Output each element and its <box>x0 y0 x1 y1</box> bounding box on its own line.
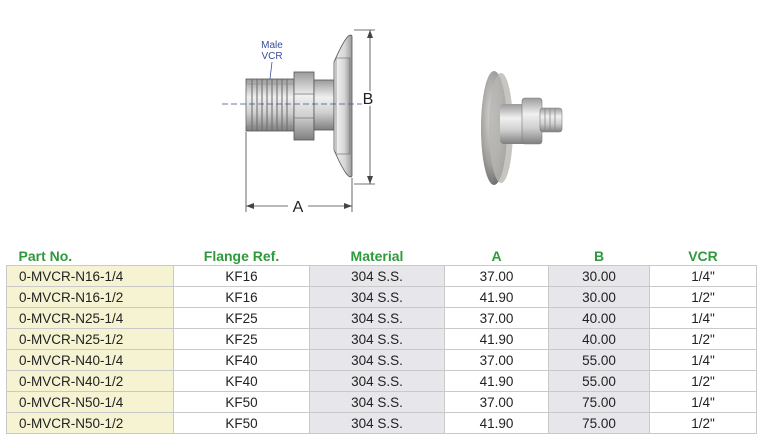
table-row: 0-MVCR-N50-1/4 KF50 304 S.S. 37.00 75.00… <box>6 391 757 413</box>
table-row: 0-MVCR-N25-1/4 KF25 304 S.S. 37.00 40.00… <box>6 307 757 329</box>
cell-material: 304 S.S. <box>309 307 445 329</box>
dimension-a-label: A <box>293 199 304 216</box>
header-flange-ref: Flange Ref. <box>203 248 280 264</box>
cell-material: 304 S.S. <box>309 265 445 287</box>
technical-drawing: Male VCR <box>222 29 375 216</box>
label-male: Male <box>261 40 283 51</box>
cell-flange-ref: KF16 <box>173 286 310 308</box>
cell-part-no: 0-MVCR-N25-1/2 <box>6 328 174 350</box>
header-part-no: Part No. <box>18 248 73 264</box>
dimension-b <box>354 29 375 185</box>
hex-nut <box>293 71 315 141</box>
header-b: B <box>593 248 605 264</box>
cell-vcr: 1/2" <box>649 286 757 308</box>
table-header-row: Part No. Flange Ref. Material A B VCR <box>7 247 757 266</box>
threaded-body <box>245 78 295 132</box>
cell-part-no: 0-MVCR-N40-1/4 <box>6 349 174 371</box>
neck <box>313 79 335 131</box>
cell-a: 41.90 <box>444 328 549 350</box>
cell-vcr: 1/2" <box>649 328 757 350</box>
cell-b: 30.00 <box>548 265 650 287</box>
cell-material: 304 S.S. <box>309 370 445 392</box>
cell-vcr: 1/4" <box>649 391 757 413</box>
cell-a: 41.90 <box>444 412 549 434</box>
cell-material: 304 S.S. <box>309 328 445 350</box>
cell-material: 304 S.S. <box>309 349 445 371</box>
cell-a: 41.90 <box>444 286 549 308</box>
cell-material: 304 S.S. <box>309 391 445 413</box>
dimension-b-label: B <box>363 91 374 108</box>
cell-b: 75.00 <box>548 391 650 413</box>
table-row: 0-MVCR-N16-1/2 KF16 304 S.S. 41.90 30.00… <box>6 286 757 308</box>
cell-part-no: 0-MVCR-N50-1/2 <box>6 412 174 434</box>
cell-vcr: 1/4" <box>649 265 757 287</box>
cell-flange-ref: KF40 <box>173 349 310 371</box>
cell-vcr: 1/4" <box>649 349 757 371</box>
cell-a: 37.00 <box>444 265 549 287</box>
header-material: Material <box>350 248 404 264</box>
cell-flange-ref: KF16 <box>173 265 310 287</box>
cell-vcr: 1/2" <box>649 412 757 434</box>
flange <box>333 34 353 178</box>
cell-flange-ref: KF50 <box>173 391 310 413</box>
cell-part-no: 0-MVCR-N16-1/4 <box>6 265 174 287</box>
product-photo <box>481 71 563 185</box>
label-leader <box>269 61 273 80</box>
cell-b: 55.00 <box>548 349 650 371</box>
cell-a: 37.00 <box>444 349 549 371</box>
cell-b: 55.00 <box>548 370 650 392</box>
cell-flange-ref: KF25 <box>173 328 310 350</box>
spec-table: Part No. Flange Ref. Material A B VCR 0-… <box>6 247 757 434</box>
table-row: 0-MVCR-N40-1/4 KF40 304 S.S. 37.00 55.00… <box>6 349 757 371</box>
header-a: A <box>491 248 502 264</box>
cell-part-no: 0-MVCR-N40-1/2 <box>6 370 174 392</box>
cell-part-no: 0-MVCR-N16-1/2 <box>6 286 174 308</box>
cell-b: 40.00 <box>548 307 650 329</box>
cell-a: 41.90 <box>444 370 549 392</box>
cell-material: 304 S.S. <box>309 412 445 434</box>
cell-b: 30.00 <box>548 286 650 308</box>
cell-material: 304 S.S. <box>309 286 445 308</box>
cell-part-no: 0-MVCR-N25-1/4 <box>6 307 174 329</box>
fitting-figure: Male VCR <box>222 29 563 216</box>
label-vcr: VCR <box>261 51 282 62</box>
cell-a: 37.00 <box>444 307 549 329</box>
cell-vcr: 1/4" <box>649 307 757 329</box>
table-row: 0-MVCR-N16-1/4 KF16 304 S.S. 37.00 30.00… <box>6 265 757 287</box>
table-row: 0-MVCR-N25-1/2 KF25 304 S.S. 41.90 40.00… <box>6 328 757 350</box>
cell-b: 75.00 <box>548 412 650 434</box>
dimension-a <box>245 132 353 212</box>
cell-part-no: 0-MVCR-N50-1/4 <box>6 391 174 413</box>
cell-flange-ref: KF40 <box>173 370 310 392</box>
cell-vcr: 1/2" <box>649 370 757 392</box>
cell-flange-ref: KF25 <box>173 307 310 329</box>
header-vcr: VCR <box>688 248 718 264</box>
table-row: 0-MVCR-N40-1/2 KF40 304 S.S. 41.90 55.00… <box>6 370 757 392</box>
cell-flange-ref: KF50 <box>173 412 310 434</box>
cell-a: 37.00 <box>444 391 549 413</box>
table-row: 0-MVCR-N50-1/2 KF50 304 S.S. 41.90 75.00… <box>6 412 757 434</box>
cell-b: 40.00 <box>548 328 650 350</box>
